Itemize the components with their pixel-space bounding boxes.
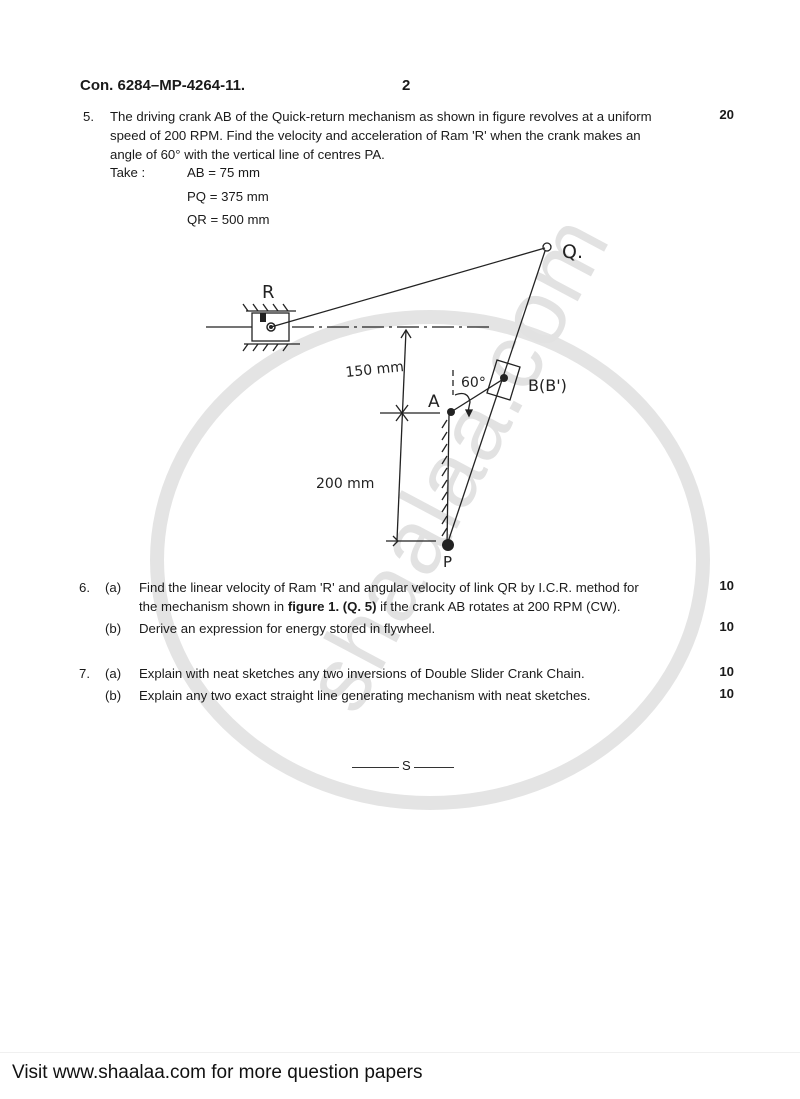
q7b-line-1: Explain any two exact straight line gene… xyxy=(139,688,591,703)
q6a-text: the mechanism shown in xyxy=(139,599,288,614)
marks: 10 xyxy=(719,686,734,701)
q5-line-1: The driving crank AB of the Quick-return… xyxy=(110,109,652,124)
given-qr: QR = 500 mm xyxy=(187,212,270,227)
marks: 10 xyxy=(719,578,734,593)
marks: 20 xyxy=(719,107,734,122)
take-label: Take : xyxy=(110,165,146,180)
q6a-line-1: Find the linear velocity of Ram 'R' and … xyxy=(139,580,639,595)
figure-reference: figure 1. (Q. 5) xyxy=(287,599,377,614)
question-number: 6. xyxy=(79,580,90,595)
paper-code: Con. 6284–MP-4264-11. xyxy=(80,77,246,94)
q6a-line-2: the mechanism shown in figure 1. (Q. 5) … xyxy=(139,597,621,616)
q5-line-2: speed of 200 RPM. Find the velocity and … xyxy=(110,128,641,143)
separator-mark: S xyxy=(402,758,411,773)
label-p: P xyxy=(443,553,452,571)
page-number: 2 xyxy=(402,77,411,94)
question-text-line: The driving crank AB of the Quick-return… xyxy=(110,107,652,126)
q7a-line-1: Explain with neat sketches any two inver… xyxy=(139,666,585,681)
marks: 10 xyxy=(719,664,734,679)
q6b-line-1: Derive an expression for energy stored i… xyxy=(139,621,436,636)
label-r: R xyxy=(262,282,275,303)
given-ab: AB = 75 mm xyxy=(187,165,260,180)
footer-link-text[interactable]: Visit www.shaalaa.com for more question … xyxy=(12,1062,423,1083)
part-label: (a) xyxy=(105,666,122,681)
label-b: B(B') xyxy=(528,376,567,395)
part-label: (a) xyxy=(105,580,122,595)
part-label: (b) xyxy=(105,688,122,703)
footer-divider xyxy=(0,1052,800,1053)
label-150mm: 150 mm xyxy=(345,359,405,381)
label-angle: 60° xyxy=(461,375,486,391)
label-a: A xyxy=(428,392,440,412)
part-label: (b) xyxy=(105,621,122,636)
q5-line-3: angle of 60° with the vertical line of c… xyxy=(110,147,385,162)
separator-line-right xyxy=(414,767,454,768)
separator-line-left xyxy=(352,767,399,768)
label-q: Q. xyxy=(562,241,583,263)
question-number: 5. xyxy=(83,109,94,124)
given-pq: PQ = 375 mm xyxy=(187,189,269,204)
marks: 10 xyxy=(719,619,734,634)
question-number: 7. xyxy=(79,666,90,681)
label-200mm: 200 mm xyxy=(316,476,374,492)
q6a-text-end: if the crank AB rotates at 200 RPM (CW). xyxy=(376,599,621,614)
